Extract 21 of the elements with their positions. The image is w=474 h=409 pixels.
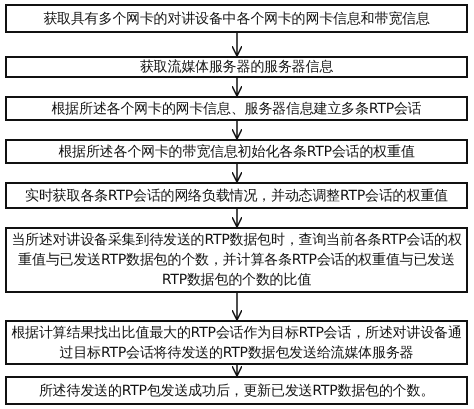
process-box — [5, 96, 468, 121]
process-box — [5, 56, 468, 78]
step-text: 所述待发送的RTP包发送成功后，更新已发送RTP数据包的个数。 — [38, 382, 434, 400]
step-text: 当所述对讲设备采集到待发送的RTP数据包时，查询当前各条RTP会话的权重值与已发送RTP数据包的个数，并计算各条RTP会话的权重值与已发送RTP数据包的个数的比值 — [10, 231, 463, 290]
step-text: 根据所述各个网卡的带宽信息初始化各条RTP会话的权重值 — [58, 142, 415, 162]
arrow — [231, 78, 243, 97]
arrow — [231, 164, 243, 183]
arrow — [231, 365, 243, 377]
step-text: 根据计算结果找出比值最大的RTP会话作为目标RTP会话，所述对讲设备通过目标RTP会话将待发送的RTP数据包发送给流媒体服务器 — [10, 324, 463, 362]
arrow — [231, 293, 243, 321]
step-text: 获取具有多个网卡的对讲设备中各个网卡的网卡信息和带宽信息 — [43, 10, 430, 28]
process-box — [5, 139, 468, 164]
step-text: 实时获取各条RTP会话的网络负载情况，并动态调整RTP会话的权重值 — [25, 186, 448, 206]
process-box — [5, 376, 468, 405]
arrow — [231, 33, 243, 57]
arrow — [231, 209, 243, 228]
arrow — [231, 121, 243, 140]
process-box — [5, 182, 468, 209]
step-text: 获取流媒体服务器的服务器信息 — [140, 58, 334, 77]
process-box — [5, 4, 468, 33]
step-text: 根据所述各个网卡的网卡信息、服务器信息建立多条RTP会话 — [51, 100, 422, 118]
